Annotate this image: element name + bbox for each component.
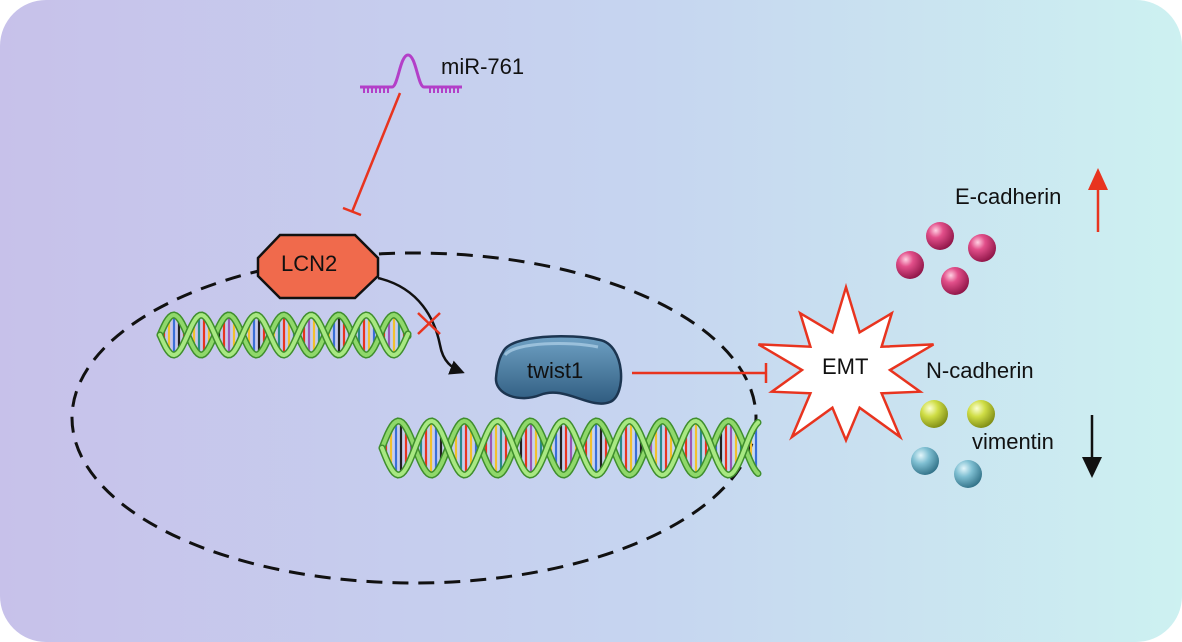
n-cadherin-ball bbox=[967, 400, 995, 428]
n-cadherin-molecules bbox=[920, 400, 995, 428]
e-cadherin-label: E-cadherin bbox=[955, 184, 1062, 209]
dna-helix-bottom bbox=[378, 417, 762, 479]
e-cadherin-ball bbox=[941, 267, 969, 295]
twist1-label: twist1 bbox=[527, 358, 584, 383]
emt-starburst bbox=[757, 282, 935, 444]
lcn2-label: LCN2 bbox=[281, 251, 338, 276]
up-arrow-icon bbox=[1088, 168, 1108, 232]
emt-label: EMT bbox=[822, 354, 869, 379]
blocked-cross-icon bbox=[417, 312, 441, 335]
twist1-protein bbox=[494, 334, 623, 405]
inhibition-twist1-to-emt bbox=[632, 363, 768, 383]
vimentin-ball bbox=[954, 460, 982, 488]
e-cadherin-ball bbox=[926, 222, 954, 250]
e-cadherin-molecules bbox=[896, 222, 996, 295]
twist1-highlight bbox=[503, 341, 599, 357]
inhibition-mir-to-lcn2 bbox=[342, 92, 402, 217]
mirna-icon bbox=[360, 53, 462, 93]
lcn2-octagon bbox=[256, 233, 380, 300]
n-cadherin-ball bbox=[920, 400, 948, 428]
vimentin-molecules bbox=[911, 447, 982, 488]
n-cadherin-label: N-cadherin bbox=[926, 358, 1034, 383]
vimentin-label: vimentin bbox=[972, 429, 1054, 454]
arrow-lcn2-to-twist1 bbox=[377, 276, 465, 375]
vimentin-ball bbox=[911, 447, 939, 475]
dna-helix-left bbox=[156, 311, 412, 359]
mirna-label: miR-761 bbox=[441, 54, 525, 79]
down-arrow-icon bbox=[1082, 415, 1102, 478]
nucleus-boundary bbox=[70, 251, 758, 585]
e-cadherin-ball bbox=[896, 251, 924, 279]
e-cadherin-ball bbox=[968, 234, 996, 262]
